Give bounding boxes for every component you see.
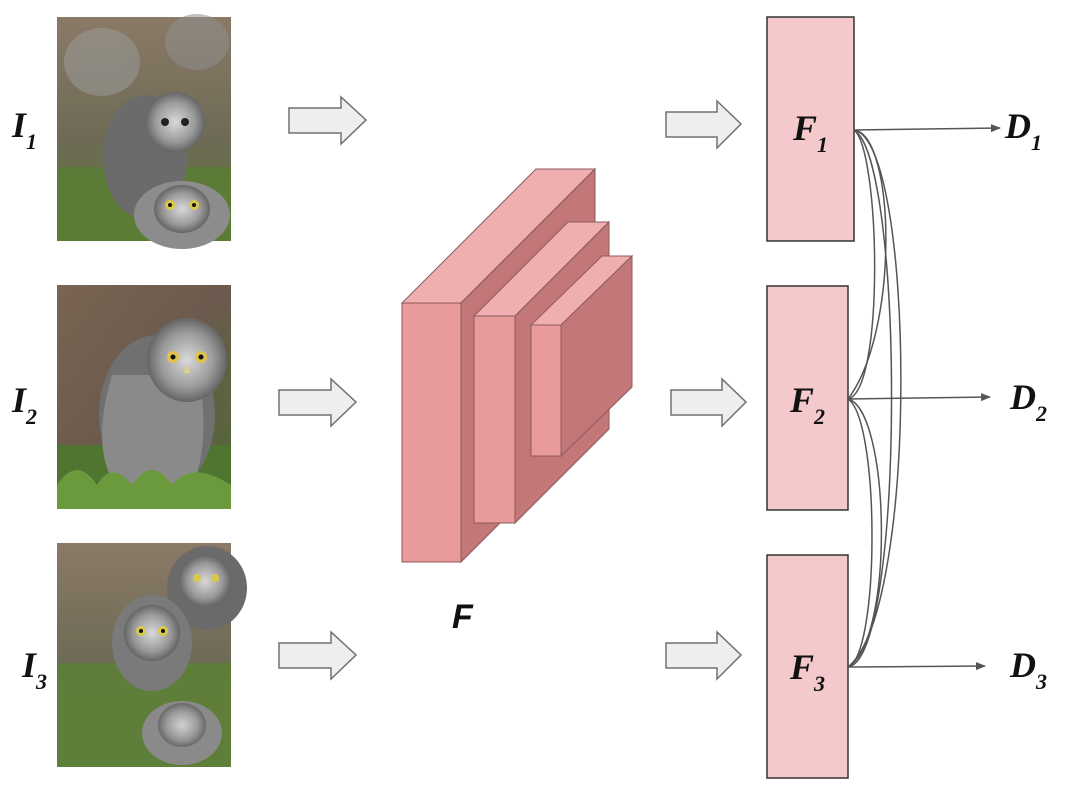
edge-f2-f1 xyxy=(847,129,876,400)
edge-f1-d1 xyxy=(853,124,1001,133)
input-image-3 xyxy=(57,543,247,767)
edge-f2-d2 xyxy=(847,393,991,402)
block-arrow-input-2 xyxy=(278,377,358,428)
edge-f3-f2 xyxy=(847,398,873,668)
edge-f3-d3 xyxy=(847,662,986,671)
block-arrow-feature-3 xyxy=(665,630,743,681)
block-arrow-input-3 xyxy=(278,630,358,681)
feature-box-3 xyxy=(766,554,849,779)
input-label-3: I3 xyxy=(21,645,47,694)
output-label-1: D1 xyxy=(1004,106,1042,155)
feature-label-2: F2 xyxy=(789,380,825,429)
block-arrow-input-1 xyxy=(288,95,368,146)
edge-f3-f1 xyxy=(847,129,893,668)
feature-box-2 xyxy=(766,285,849,511)
input-label-1: I1 xyxy=(11,105,37,154)
block-arrow-feature-1 xyxy=(665,99,743,150)
connections xyxy=(847,124,1001,671)
edge-f2-f3 xyxy=(847,398,883,668)
feature-label-1: F1 xyxy=(792,108,828,157)
feature-box-1 xyxy=(766,16,855,242)
output-label-2: D2 xyxy=(1009,377,1047,426)
output-label-3: D3 xyxy=(1009,645,1047,694)
network-label: F xyxy=(452,598,474,636)
input-image-1 xyxy=(57,14,231,249)
input-image-2 xyxy=(57,285,231,509)
input-label-2: I2 xyxy=(11,380,37,429)
block-arrow-feature-2 xyxy=(670,377,748,428)
network-block xyxy=(400,167,634,564)
feature-label-3: F3 xyxy=(789,647,825,696)
